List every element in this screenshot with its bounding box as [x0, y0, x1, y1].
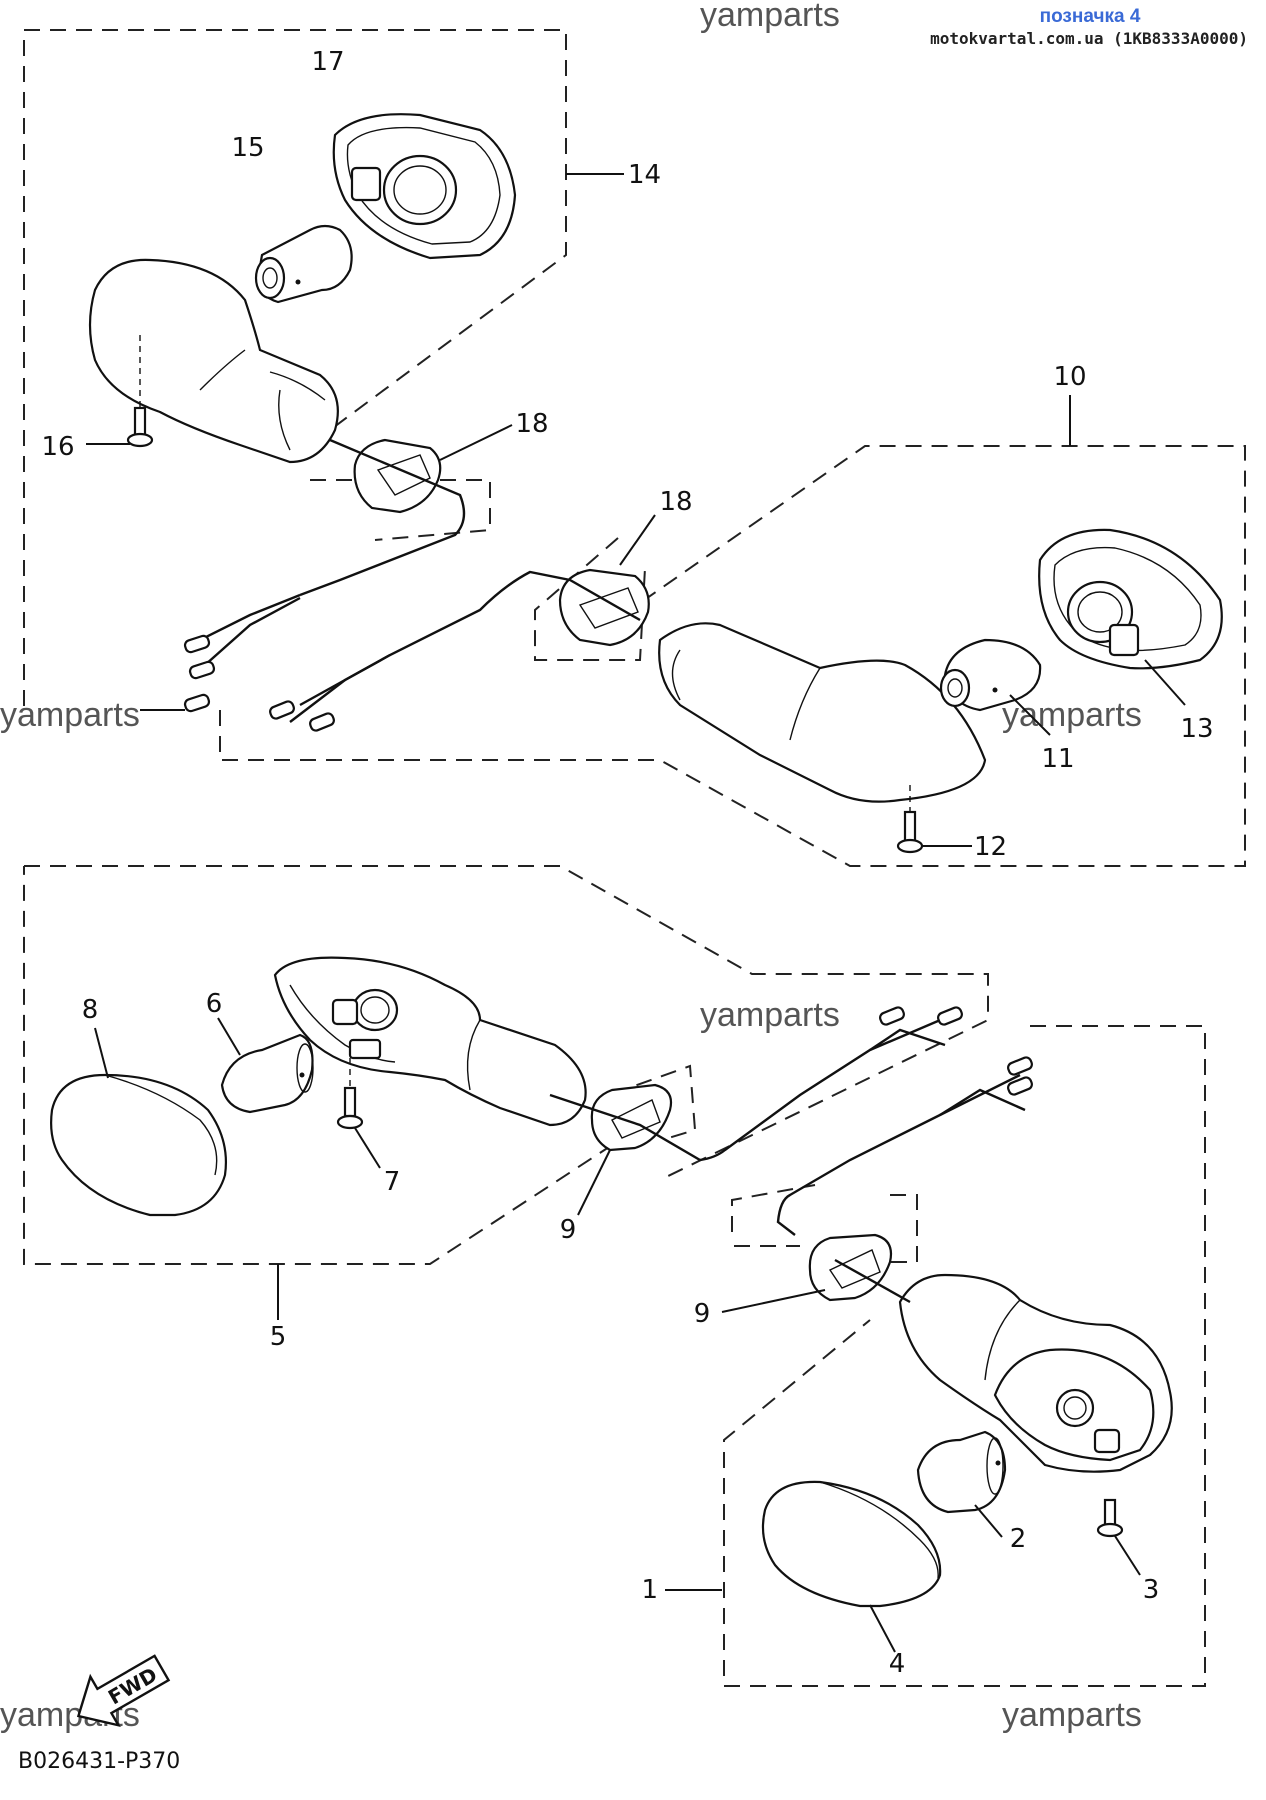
- callout-14: 14: [628, 160, 661, 190]
- callout-10: 10: [1053, 362, 1086, 392]
- bulb-15: [254, 224, 353, 304]
- callout-13: 13: [1180, 714, 1213, 744]
- lens-17: [332, 113, 517, 260]
- turn-signal-housing: [658, 622, 987, 803]
- watermark: yamparts: [700, 0, 840, 34]
- lens-8: [50, 1073, 227, 1217]
- watermark: yamparts: [700, 996, 840, 1034]
- turn-signal-housing: [88, 258, 339, 464]
- callout-12: 12: [974, 832, 1007, 862]
- callout-16: 16: [41, 432, 74, 462]
- diagram-code: B026431-P370: [18, 1749, 180, 1774]
- callout-18a: 18: [515, 409, 548, 439]
- assembly-10: [219, 395, 1246, 867]
- watermark: yamparts: [1002, 1696, 1142, 1734]
- screw-16: [126, 335, 154, 448]
- turn-signal-housing: [898, 1273, 1173, 1473]
- callout-5: 5: [270, 1322, 287, 1352]
- callout-7: 7: [384, 1167, 401, 1197]
- callout-11: 11: [1041, 744, 1074, 774]
- callout-4: 4: [889, 1649, 906, 1679]
- callout-3: 3: [1143, 1575, 1160, 1605]
- header-title: позначка 4: [1040, 6, 1141, 27]
- watermark: yamparts: [1002, 696, 1142, 734]
- callout-18b: 18: [659, 487, 692, 517]
- callout-17: 17: [311, 47, 344, 77]
- grommet-18: [353, 438, 442, 514]
- assembly-14: [23, 29, 624, 713]
- grommet-9: [590, 1083, 673, 1152]
- assembly-5: [23, 865, 989, 1320]
- callout-2: 2: [1010, 1524, 1027, 1554]
- callout-9a: 9: [560, 1215, 577, 1245]
- screw-3: [1096, 1498, 1124, 1538]
- lens-13: [1038, 528, 1223, 670]
- bulb-11: [939, 638, 1042, 712]
- lens-4: [761, 1480, 942, 1608]
- turn-signal-housing: [273, 956, 587, 1127]
- assembly-1: [665, 1025, 1206, 1687]
- screw-7: [336, 1058, 364, 1130]
- grommet-18: [558, 568, 650, 647]
- header-source: motokvartal.com.ua (1KB8333A0000): [930, 29, 1248, 48]
- callout-8: 8: [82, 995, 99, 1025]
- callout-6: 6: [206, 989, 223, 1019]
- callout-9b: 9: [694, 1299, 711, 1329]
- bulb-6: [220, 1033, 314, 1114]
- bulb-2: [916, 1430, 1007, 1514]
- screw-12: [896, 785, 924, 854]
- watermark: yamparts: [0, 696, 140, 734]
- callout-15: 15: [231, 133, 264, 163]
- callout-1: 1: [641, 1575, 658, 1605]
